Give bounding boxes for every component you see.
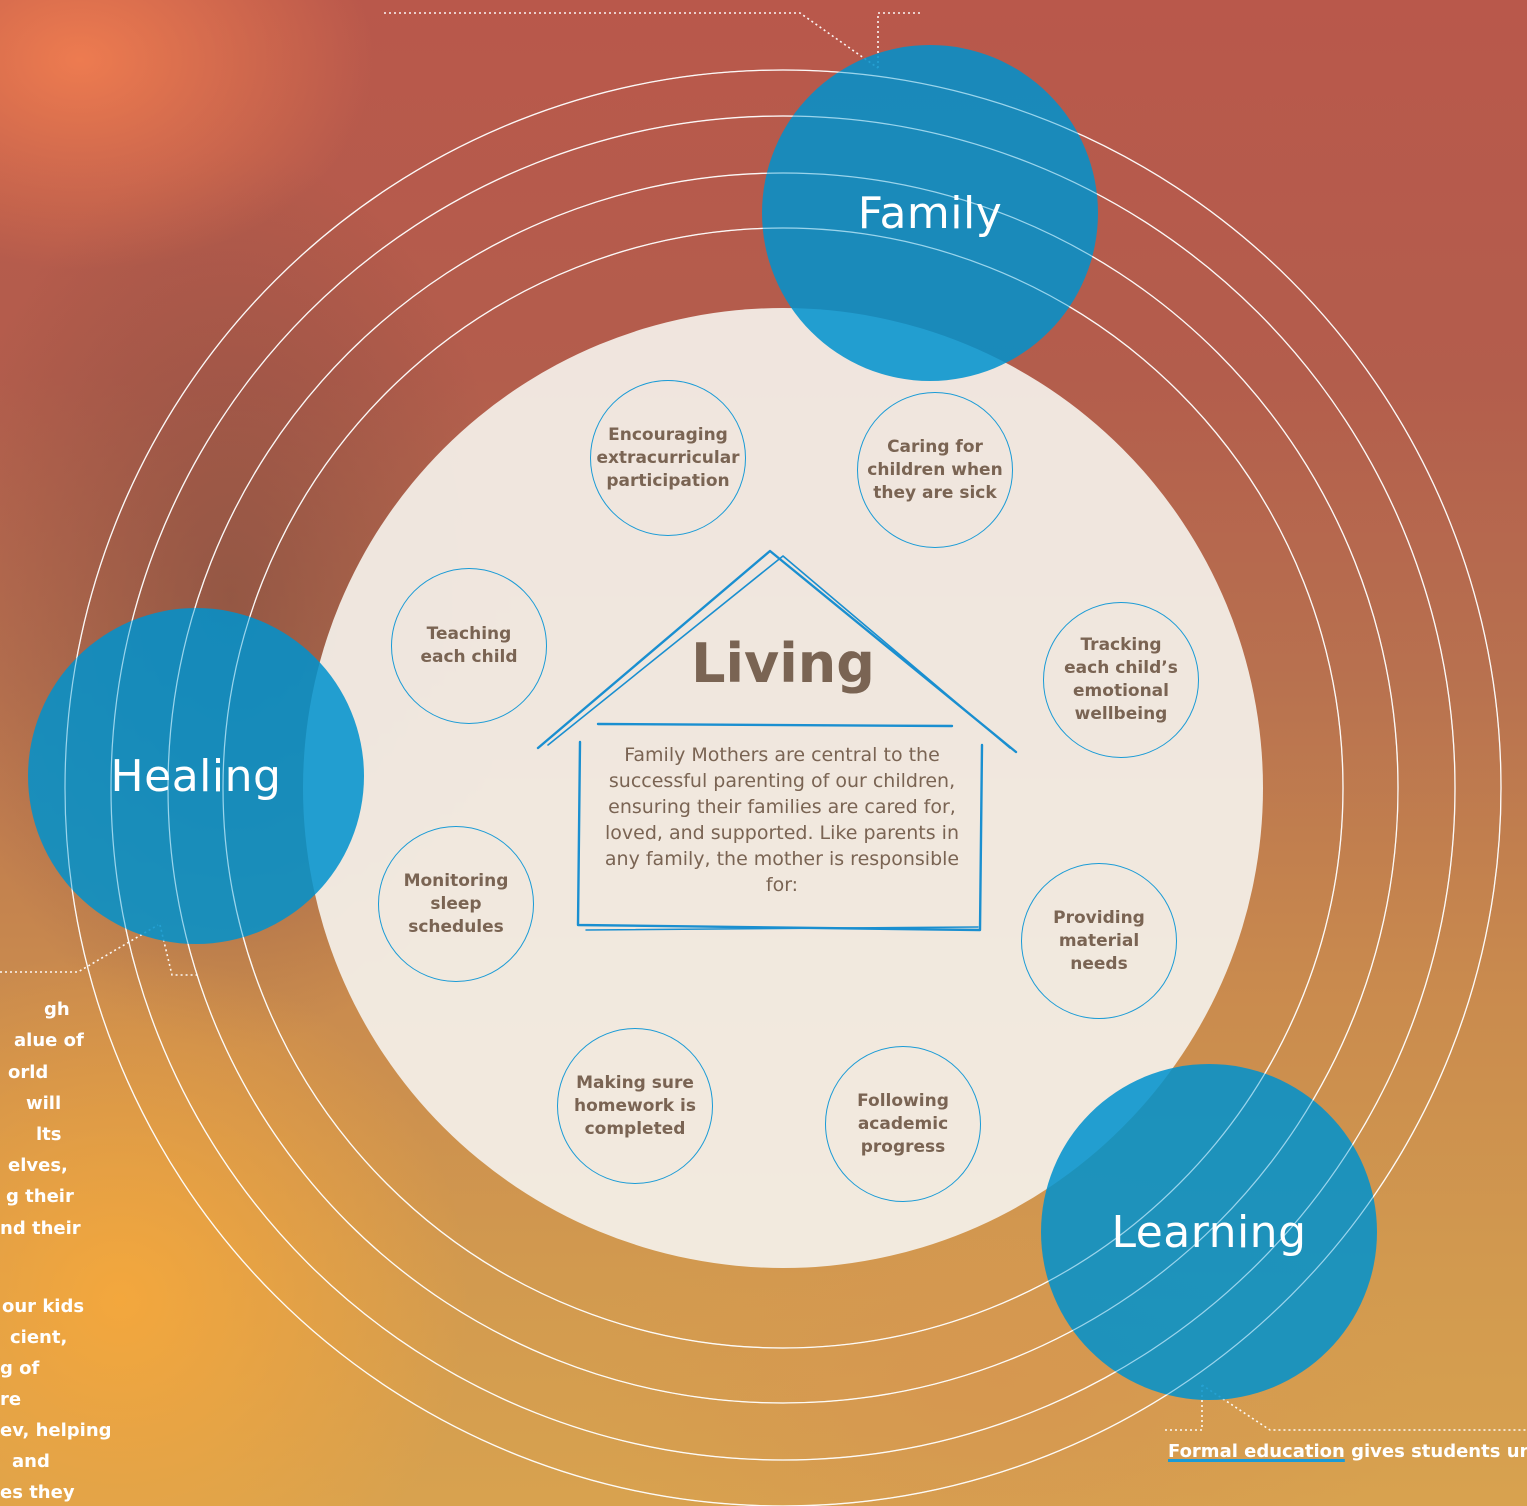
healing-blurb-line: alue of [14, 1030, 84, 1051]
family-leader-line [384, 12, 879, 69]
responsibility-emotional-wellbeing: Tracking each child’s emotional wellbein… [1043, 602, 1199, 758]
responsibility-label: Caring for children when they are sick [867, 436, 1003, 503]
responsibility-label: Teaching each child [420, 624, 518, 667]
healing-blurb-line: and [12, 1451, 50, 1472]
responsibility-academic-progress: Following academic progress [825, 1046, 981, 1202]
healing-blurb: gh alue of orld will lts elves, g their … [0, 998, 110, 1506]
healing-blurb-line: re [0, 1389, 22, 1410]
living-title: Living [691, 632, 875, 695]
responsibility-sleep: Monitoring sleep schedules [378, 826, 534, 982]
healing-blurb-line: will [26, 1093, 62, 1114]
responsibility-label: Making sure homework is completed [574, 1072, 696, 1139]
responsibility-material-needs: Providing material needs [1021, 863, 1177, 1019]
healing-blurb-line: cient, [10, 1327, 68, 1348]
healing-blurb-line: elves, [8, 1155, 68, 1176]
healing-leader-line [0, 924, 159, 973]
living-description: Family Mothers are central to the succes… [604, 744, 960, 896]
responsibility-label: Following academic progress [857, 1090, 949, 1157]
learning-blurb-highlight: Formal education [1168, 1441, 1345, 1462]
responsibility-extracurricular: Encouraging extracurricular participatio… [590, 380, 746, 536]
healing-blurb-line: orld [8, 1062, 49, 1083]
healing-blurb-line: g of [0, 1358, 40, 1379]
healing-blurb-line: lts [36, 1124, 62, 1145]
healing-blurb-line: gh [44, 999, 70, 1020]
responsibility-label: Encouraging extracurricular participatio… [596, 424, 740, 491]
responsibility-sick-care: Caring for children when they are sick [857, 392, 1013, 548]
healing-blurb-line: our kids [2, 1296, 85, 1317]
learning-blurb-rest: gives students understanding, creativity… [1351, 1441, 1527, 1462]
healing-blurb-line: nd their [0, 1218, 81, 1239]
responsibility-label: Monitoring sleep schedules [403, 870, 509, 937]
healing-blurb-line: g their [6, 1186, 74, 1207]
responsibility-homework: Making sure homework is completed [557, 1028, 713, 1184]
responsibility-label: Providing material needs [1053, 907, 1145, 974]
learning-blurb: Formal education gives students understa… [1168, 1440, 1527, 1506]
responsibility-label: Tracking each child’s emotional wellbein… [1064, 635, 1178, 724]
family-leader-tick [877, 12, 920, 68]
responsibility-teaching: Teaching each child [391, 568, 547, 724]
healing-blurb-line: es they [0, 1482, 75, 1503]
healing-blurb-line: ev, helping [0, 1420, 110, 1441]
